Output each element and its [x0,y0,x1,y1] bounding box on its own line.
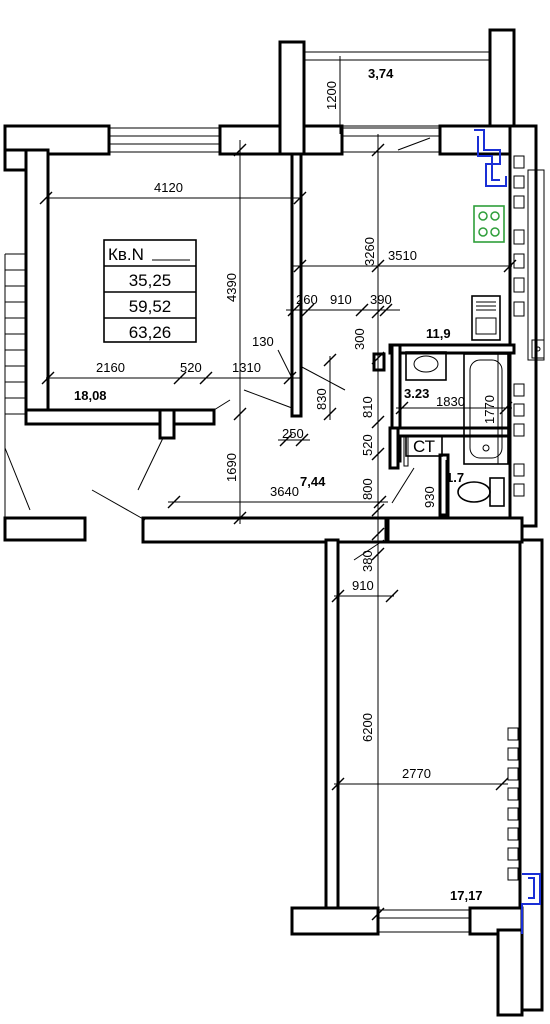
plumbing-pipes [474,129,541,934]
dim-3510: 3510 [388,248,417,263]
dim-810: 810 [360,396,375,418]
bathroom-fixtures: СТ [403,351,509,507]
summary-area-1: 35,25 [129,271,172,290]
bathtub-icon [463,353,509,465]
room-area-bath: 3.23 [404,386,429,401]
dim-520-top: 520 [180,360,202,375]
doors [4,137,431,561]
dim-260: 260 [296,292,318,307]
summary-area-2: 59,52 [129,297,172,316]
dim-800: 800 [360,478,375,500]
dim-380: 380 [360,550,375,572]
dim-2770: 2770 [402,766,431,781]
riser-label: СТ [413,437,435,456]
dim-1310: 1310 [232,360,261,375]
dimension-lines [39,56,517,921]
dim-910-top: 910 [330,292,352,307]
dim-2160: 2160 [96,360,125,375]
dim-3260: 3260 [362,237,377,266]
room-area-wc: 1.7 [446,470,464,485]
toilet-icon [457,477,505,507]
windows [108,51,491,933]
sink-icon [471,295,501,341]
room-area-living: 18,08 [74,388,107,403]
room-area-labels: 3,74 18,08 11,9 3.23 7,44 1.7 17,17 [74,66,483,903]
room-area-balcony: 3,74 [368,66,394,81]
summary-area-3: 63,26 [129,323,172,342]
staircase [4,253,26,520]
dim-830: 830 [314,388,329,410]
dim-520-mid: 520 [360,434,375,456]
dimension-labels: 1200 4120 4390 3260 3510 260 910 390 300… [96,81,497,781]
apartment-summary-table: Кв.N 35,25 59,52 63,26 [103,239,197,343]
dim-1830: 1830 [436,394,465,409]
dim-250: 250 [282,426,304,441]
dim-130: 130 [252,334,274,349]
room-area-bedroom: 17,17 [450,888,483,903]
dim-6200: 6200 [360,713,375,742]
room-area-hall: 7,44 [300,474,326,489]
riser-box [405,435,443,457]
dim-910-bottom: 910 [352,578,374,593]
dim-390: 390 [370,292,392,307]
dim-3640: 3640 [270,484,299,499]
dim-4120: 4120 [154,180,183,195]
room-area-kitchen: 11,9 [426,326,451,341]
dim-4390: 4390 [224,273,239,302]
walls [3,28,544,1017]
radiators [507,155,525,881]
dim-1690: 1690 [224,453,239,482]
kitchen-fixtures [471,169,545,361]
stove-icon [473,205,505,243]
dim-300: 300 [352,328,367,350]
dim-1770: 1770 [482,395,497,424]
dim-930: 930 [422,486,437,508]
washbasin-icon [405,351,447,381]
dim-1200: 1200 [324,81,339,110]
apartment-title: Кв.N [108,245,144,264]
